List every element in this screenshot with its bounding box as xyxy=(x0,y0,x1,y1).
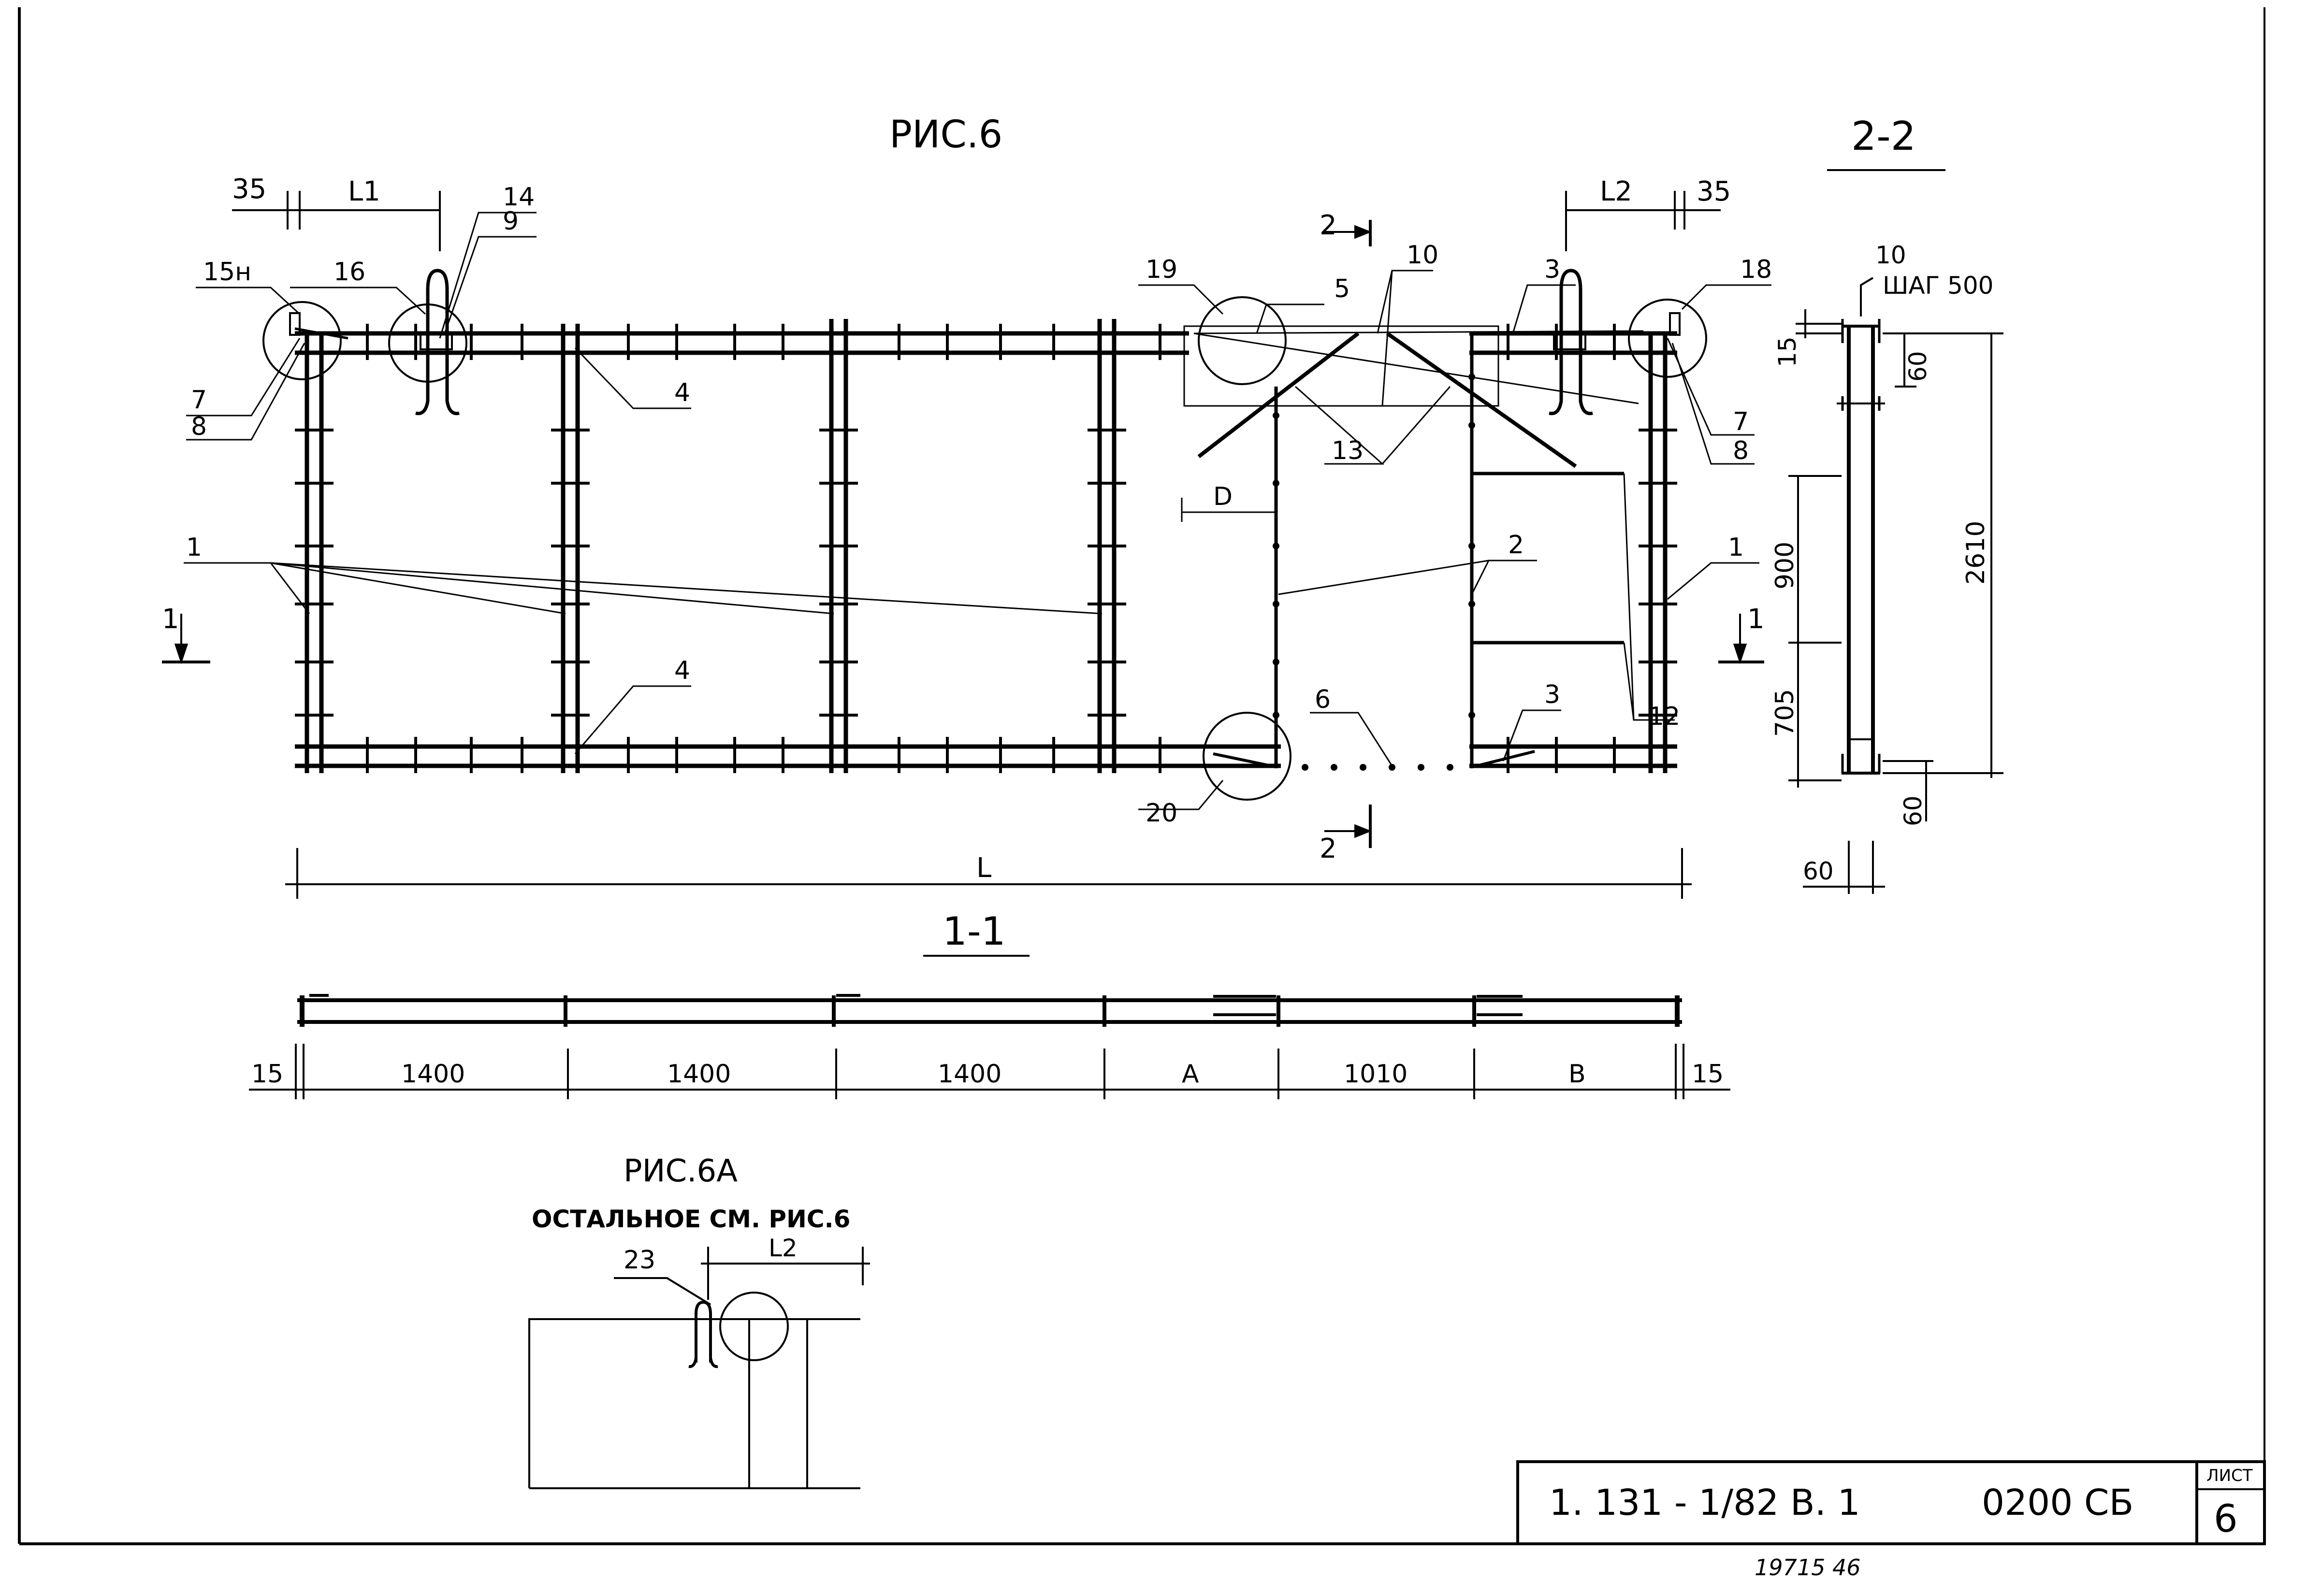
pos-14: 14 xyxy=(503,183,535,212)
pos-6: 6 xyxy=(1315,685,1331,714)
pos-1-left: 1 xyxy=(186,533,202,562)
section-2-2-dims xyxy=(1788,277,2003,894)
section-1-1-dims xyxy=(249,1044,1730,1099)
pos-8-left: 8 xyxy=(191,412,207,441)
pos-8-right: 8 xyxy=(1733,436,1749,465)
lifting-loop-right xyxy=(1549,269,1593,416)
s22-pos-10: 10 xyxy=(1875,241,1906,269)
pos-7-left: 7 xyxy=(191,386,207,415)
dim-a: A xyxy=(1182,1060,1199,1089)
dim-l1: L1 xyxy=(348,176,380,207)
fig6a-note: ОСТАЛЬНОЕ СМ. РИС.6 xyxy=(532,1205,850,1233)
dim-1400-b: 1400 xyxy=(667,1060,731,1089)
dim-15-left: 15 xyxy=(251,1060,283,1089)
s22-dim-60-top: 60 xyxy=(1904,351,1932,382)
dim-d: D xyxy=(1213,482,1233,511)
fig6a-dims xyxy=(614,1247,870,1306)
pos-19: 19 xyxy=(1146,255,1177,284)
detail-circles xyxy=(262,296,1707,801)
section-2-bottom-label: 2 xyxy=(1320,833,1337,864)
lifting-loop-left xyxy=(415,269,460,416)
section-1-1-title: 1-1 xyxy=(943,909,1006,954)
s22-dim-60-width: 60 xyxy=(1803,857,1834,885)
dim-35-right: 35 xyxy=(1697,176,1731,207)
pos-18: 18 xyxy=(1740,255,1772,284)
detail-circle-16 xyxy=(388,303,467,383)
pos-20: 20 xyxy=(1146,799,1177,828)
detail-circle-19 xyxy=(1198,296,1287,385)
distribution-ticks xyxy=(295,324,1677,773)
dim-b: B xyxy=(1568,1060,1586,1089)
detail-circle-20 xyxy=(1203,712,1291,801)
pos-3-top: 3 xyxy=(1544,255,1560,284)
title-block-sheet-number: 6 xyxy=(2214,1497,2238,1541)
section-1-1-bars xyxy=(297,994,1682,1027)
dim-1400-c: 1400 xyxy=(938,1060,1001,1089)
fig6a-pos-23: 23 xyxy=(624,1246,655,1275)
pos-5: 5 xyxy=(1334,274,1350,303)
fig6a-drawing xyxy=(528,1292,860,1489)
s22-dim-900: 900 xyxy=(1770,542,1799,590)
pos-4-top: 4 xyxy=(674,378,690,407)
title-block-number: 0200 СБ xyxy=(1982,1482,2133,1524)
section-1-left-label: 1 xyxy=(162,604,179,635)
sheet-frame xyxy=(18,7,2265,1545)
fig6a-detail-circle xyxy=(719,1292,789,1361)
section-markers xyxy=(162,220,1764,848)
detail-circle-18 xyxy=(1628,299,1707,378)
fig6-title: РИС.6 xyxy=(889,113,1002,157)
pos-10: 10 xyxy=(1407,241,1438,270)
fig6a-dim-l2: L2 xyxy=(769,1234,798,1262)
section-1-right-label: 1 xyxy=(1747,604,1765,635)
title-block-code: 1. 131 - 1/82 В. 1 xyxy=(1549,1482,1860,1524)
leader-lines xyxy=(184,212,1771,810)
s22-step: ШАГ 500 xyxy=(1883,272,1994,300)
dim-l2: L2 xyxy=(1600,176,1632,207)
dim-15-right: 15 xyxy=(1692,1060,1724,1089)
pos-2: 2 xyxy=(1508,531,1524,560)
pos-3-bottom: 3 xyxy=(1544,680,1560,709)
dim-35-left: 35 xyxy=(232,173,266,205)
section-1-1-dim-labels: 15 1400 1400 1400 A 1010 B 15 xyxy=(251,1060,1724,1089)
top-dimension-lines xyxy=(232,191,1721,251)
s22-dim-2610: 2610 xyxy=(1961,521,1990,585)
section-2-2-title: 2-2 xyxy=(1851,114,1916,159)
section-2-2-labels: 10 ШАГ 500 15 60 900 705 2610 60 60 xyxy=(1770,241,1994,885)
detail-circle-15n xyxy=(262,301,342,380)
fig6a-title: РИС.6А xyxy=(624,1153,738,1189)
s22-dim-60-bottom: 60 xyxy=(1899,795,1927,826)
s22-dim-705: 705 xyxy=(1770,689,1799,737)
s22-dim-15: 15 xyxy=(1773,336,1801,367)
overall-dimension xyxy=(285,848,1692,899)
opening-dots xyxy=(1273,374,1475,771)
dim-1400-a: 1400 xyxy=(401,1060,465,1089)
title-block-sheet-label: ЛИСТ xyxy=(2206,1466,2253,1485)
pos-15n: 15н xyxy=(203,258,251,287)
dim-l: L xyxy=(976,852,991,884)
position-labels: 15н 16 14 9 7 8 4 4 1 19 5 10 3 18 7 8 1… xyxy=(186,183,1772,828)
pos-9: 9 xyxy=(503,207,519,236)
archive-stamp: 19715 46 xyxy=(1755,1554,1861,1581)
pos-13: 13 xyxy=(1332,436,1364,465)
pos-4-bottom: 4 xyxy=(674,656,690,685)
section-2-top-label: 2 xyxy=(1320,210,1337,241)
end-plates xyxy=(289,312,1681,336)
pos-1-right: 1 xyxy=(1728,533,1744,562)
pos-12: 12 xyxy=(1648,702,1680,731)
pos-7-right: 7 xyxy=(1733,407,1749,436)
title-block xyxy=(1516,1460,2266,1545)
section-2-2-bars xyxy=(1837,319,1885,775)
dim-1010: 1010 xyxy=(1344,1060,1407,1089)
pos-16: 16 xyxy=(334,258,365,287)
